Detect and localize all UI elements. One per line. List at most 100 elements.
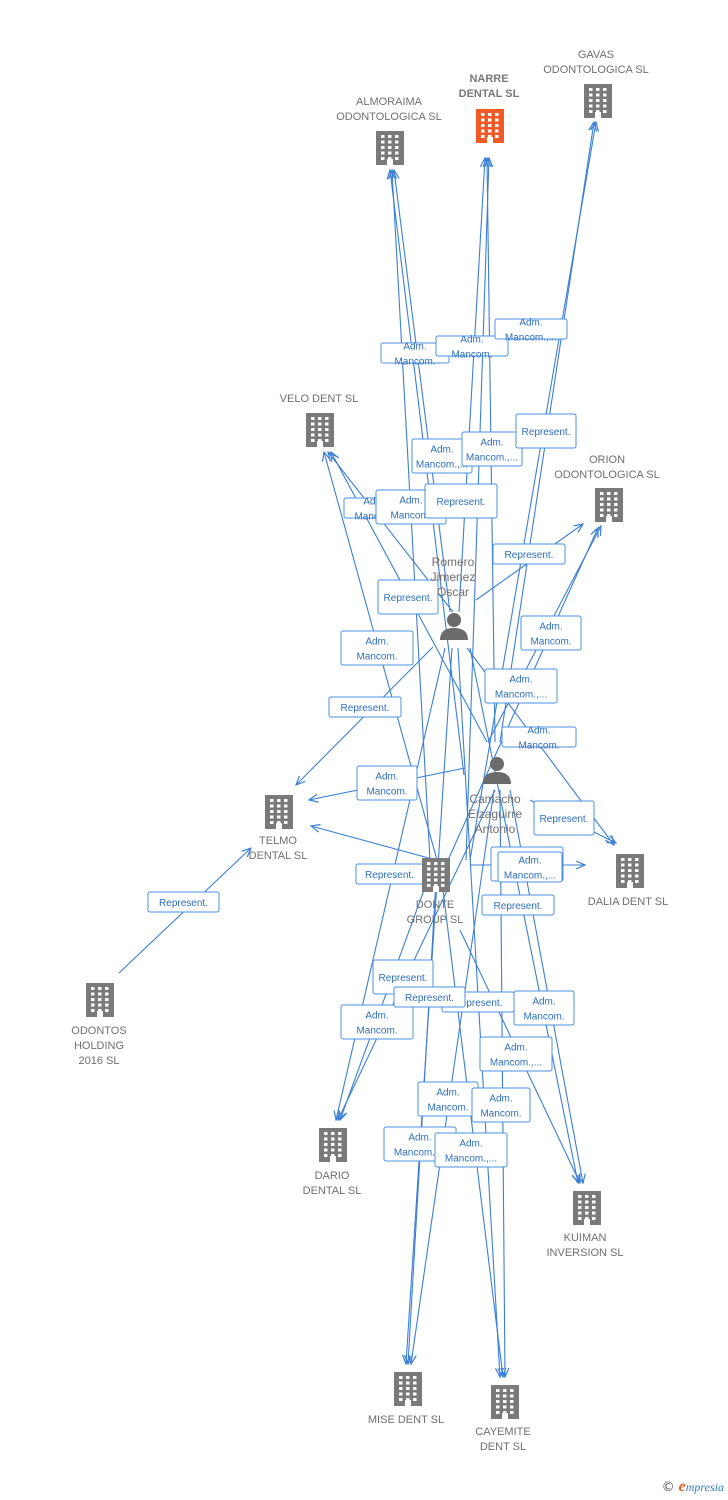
edge-label[interactable]: Adm.Mancom. — [417, 1081, 479, 1117]
edge-label[interactable]: Adm. Mancom.,... — [484, 668, 558, 704]
node-label: DARIO — [315, 1170, 350, 1182]
edge-label-text: Mancom.,... — [490, 1058, 542, 1069]
edge-label-text: Adm. — [375, 772, 398, 783]
node-label: HOLDING — [74, 1040, 124, 1052]
node-dalia[interactable]: DALIA DENT SL — [588, 854, 669, 908]
edge-label[interactable]: Adm.Mancom. — [435, 335, 509, 361]
building-icon — [306, 413, 334, 447]
edge-label-text: Represent. — [505, 550, 554, 561]
edge-line — [458, 158, 485, 613]
edge-label[interactable]: Represent. — [533, 800, 595, 836]
node-label: Eizaguirre — [468, 807, 522, 821]
edge-label[interactable]: Adm.Mancom.,... — [497, 851, 563, 883]
node-label: Romero — [432, 555, 475, 569]
edge-label[interactable]: Represent. — [147, 891, 220, 913]
building-icon — [616, 854, 644, 888]
edge-label-box — [393, 986, 466, 1008]
edge-label-text: Mancom.,... — [466, 453, 518, 464]
node-label: Camacho — [469, 792, 521, 806]
edge-label-box — [533, 800, 595, 836]
edge-label[interactable]: Represent. — [355, 863, 424, 885]
edge-label[interactable]: Represent. — [492, 543, 566, 565]
edge-label[interactable]: Adm.Mancom. — [471, 1087, 531, 1123]
node-telmo[interactable]: TELMO DENTAL SL — [249, 795, 308, 862]
edge-label-box — [501, 726, 577, 748]
node-label: KUIMAN — [564, 1232, 607, 1244]
edge-label[interactable]: Adm.Mancom.,... — [434, 1132, 508, 1168]
edge-label-text: Adm. — [518, 856, 541, 867]
edge-label-box — [520, 615, 582, 651]
edge-label-text: Mancom. — [518, 741, 559, 752]
edge-label[interactable]: Adm.Mancom.,... — [479, 1036, 553, 1072]
person-icon — [440, 613, 468, 640]
node-label: VELO DENT SL — [280, 393, 359, 405]
edge-label[interactable]: Represent. — [424, 483, 498, 519]
edge-label-text: Adm. — [519, 318, 542, 329]
edge-label-box — [340, 630, 414, 666]
edge-label[interactable]: Adm.Mancom. — [520, 615, 582, 651]
edge-label[interactable]: Represent. — [515, 413, 577, 449]
edge-label-text: Adm. — [480, 438, 503, 449]
node-label: ALMORAIMA — [356, 96, 423, 108]
edge-label[interactable]: Adm.Mancom. — [513, 990, 575, 1026]
edge-label[interactable]: Adm. Mancom.,... — [494, 318, 568, 344]
edge-label-box — [147, 891, 220, 913]
building-icon — [476, 109, 504, 143]
edge-label-box — [515, 413, 577, 449]
edge-label-box — [435, 335, 509, 357]
edge-label[interactable]: Adm.Mancom. — [501, 726, 577, 752]
edge-label[interactable]: Represent. — [481, 894, 555, 916]
node-velo[interactable]: VELO DENT SL — [280, 393, 359, 447]
node-label: Jimenez — [431, 570, 476, 584]
edge-label[interactable]: Adm.Mancom. — [340, 1004, 414, 1040]
node-label: GAVAS — [578, 49, 614, 61]
building-icon — [595, 488, 623, 522]
edge-label-text: Mancom.,... — [495, 690, 547, 701]
edge-label-text: Represent. — [365, 870, 414, 881]
node-mise[interactable]: MISE DENT SL — [368, 1372, 444, 1426]
edge-label-text: Represent. — [540, 814, 589, 825]
node-label: INVERSION SL — [546, 1247, 623, 1259]
edge-label[interactable]: Adm.Mancom. — [340, 630, 414, 666]
edge-line — [499, 789, 505, 1377]
person-icon — [483, 757, 511, 784]
edge-label-text: Adm. — [403, 342, 426, 353]
edge-label-box — [481, 894, 555, 916]
edge-label-box — [471, 1087, 531, 1123]
edge-label[interactable]: Adm.Mancom. — [356, 765, 418, 801]
edge-label-text: Adm. — [532, 997, 555, 1008]
edge-label-box — [479, 1036, 553, 1072]
edge-label[interactable]: Represent. — [328, 696, 402, 718]
node-label: DONTE — [416, 899, 455, 911]
edge-label-text: Mancom.,... — [445, 1154, 497, 1165]
edge-label-text: Adm. — [430, 445, 453, 456]
node-kuiman[interactable]: KUIMAN INVERSION SL — [546, 1191, 624, 1259]
node-label: CAYEMITE — [475, 1426, 530, 1438]
node-label: ODONTOLOGICA SL — [554, 469, 660, 481]
edge-label-text: Represent. — [494, 901, 543, 912]
edge-label-box — [434, 1132, 508, 1168]
node-label: TELMO — [259, 835, 297, 847]
edge-label[interactable]: Represent. — [377, 579, 439, 615]
edge-label-text: Adm. — [408, 1133, 431, 1144]
edge-label-text: Represent. — [437, 497, 486, 508]
edge-label-text: Mancom. — [354, 512, 395, 523]
edge-label-text: Adm. — [509, 675, 532, 686]
edge-label[interactable]: Represent. — [393, 986, 466, 1008]
edge-label-text: Represent. — [384, 593, 433, 604]
edge-label-text: Mancom.,... — [505, 333, 557, 344]
edge-label[interactable]: Adm. Mancom.,... — [461, 431, 523, 467]
copyright-symbol: © — [661, 1480, 675, 1495]
edge-label-text: Adm. — [365, 637, 388, 648]
node-label: DENTAL SL — [249, 850, 308, 862]
